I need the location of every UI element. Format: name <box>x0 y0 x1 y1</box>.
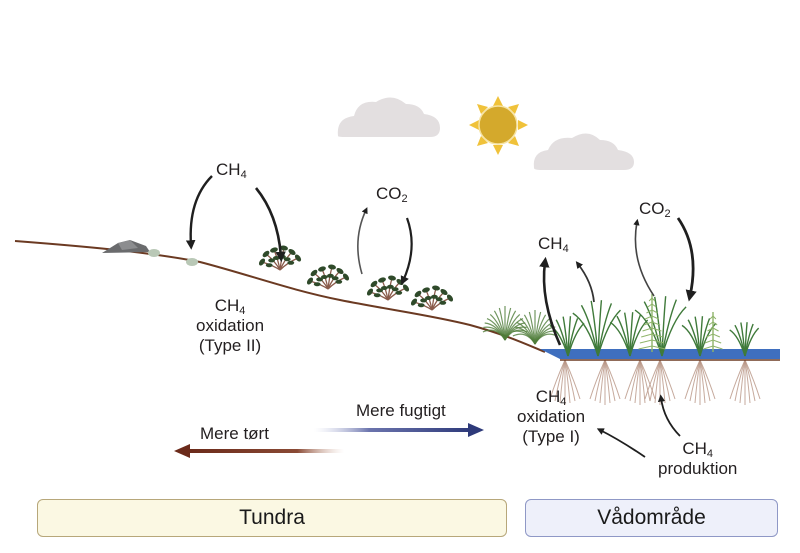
shrub-icon <box>410 285 454 311</box>
label-line-1: CH4 <box>196 296 264 317</box>
wet-ch4-emission-arrow-2 <box>575 261 595 303</box>
label-line-2: oxidation <box>196 316 265 335</box>
label-line-3: (Type II) <box>198 336 262 355</box>
label-line-3: (Type I) <box>522 427 580 446</box>
root-icon <box>589 359 621 406</box>
label-subscript: 4 <box>706 448 714 460</box>
sun-icon <box>469 96 528 155</box>
cloud-icon <box>337 97 440 137</box>
label-text: CH <box>216 160 241 179</box>
sedge-icon <box>681 316 717 357</box>
production-to-roots-arrow <box>657 394 681 437</box>
wet-co2-release-arrow <box>633 218 655 297</box>
label-text: CH <box>538 234 563 253</box>
tussock-grass-icon <box>482 306 528 341</box>
label-subscript: 4 <box>560 396 567 408</box>
label-subscript: 2 <box>664 208 671 220</box>
rock-icon <box>102 240 150 253</box>
tundra-oxidation-label: CH4 oxidation (Type II) <box>196 296 264 356</box>
wetland-oxidation-label: CH4 oxidation (Type I) <box>517 387 585 447</box>
sedge-icon <box>729 322 760 357</box>
label-text: CH <box>214 296 240 315</box>
tundra-ch4-label: CH4 <box>216 160 247 181</box>
lichen-icon <box>186 258 198 266</box>
label-text: CH <box>682 439 707 458</box>
sedge-icon <box>572 300 621 357</box>
sedge-icon <box>549 316 585 357</box>
label-subscript: 4 <box>562 243 569 255</box>
label-line-2: produktion <box>658 459 738 478</box>
zone-tundra: Tundra <box>37 499 507 537</box>
label-subscript: 4 <box>239 305 246 317</box>
horsetail-icon <box>703 312 723 352</box>
co2-release-arrow <box>357 207 368 275</box>
label-subscript: 4 <box>240 169 247 181</box>
drier-label: Mere tørt <box>200 424 269 443</box>
label-line-1: CH4 <box>517 387 585 408</box>
label-text: CO <box>376 184 402 203</box>
sedge-icon <box>634 296 687 357</box>
label-text: CO <box>639 199 665 218</box>
wetter-label: Mere fugtigt <box>356 401 446 420</box>
label-subscript: 2 <box>401 193 408 205</box>
wetland-co2-label: CO2 <box>639 199 671 220</box>
wetland-production-label: CH4 produktion <box>658 439 737 479</box>
label-line-1: CH4 <box>658 439 737 460</box>
wet-ch4-emission-arrow-1 <box>539 256 562 346</box>
ch4-uptake-arrow-2 <box>254 187 286 263</box>
cloud-icon <box>533 133 634 170</box>
label-text: CH <box>535 387 561 406</box>
co2-uptake-arrow <box>400 217 413 286</box>
ch4-uptake-arrow-1 <box>185 175 213 250</box>
drier-arrow <box>174 444 344 458</box>
horsetail-icon <box>638 294 666 352</box>
wetter-arrow <box>314 423 484 437</box>
lichen-icon <box>148 249 160 257</box>
production-to-oxidation-arrow <box>596 428 646 458</box>
root-icon <box>684 359 716 405</box>
wet-co2-uptake-arrow <box>676 217 697 302</box>
zone-wetland: Vådområde <box>525 499 778 537</box>
root-icon <box>549 359 581 405</box>
label-line-2: oxidation <box>517 407 586 426</box>
root-icon <box>729 359 761 405</box>
root-icon <box>624 359 656 405</box>
shrub-icon <box>306 264 350 290</box>
tundra-co2-label: CO2 <box>376 184 408 205</box>
wetland-ch4-label: CH4 <box>538 234 569 255</box>
